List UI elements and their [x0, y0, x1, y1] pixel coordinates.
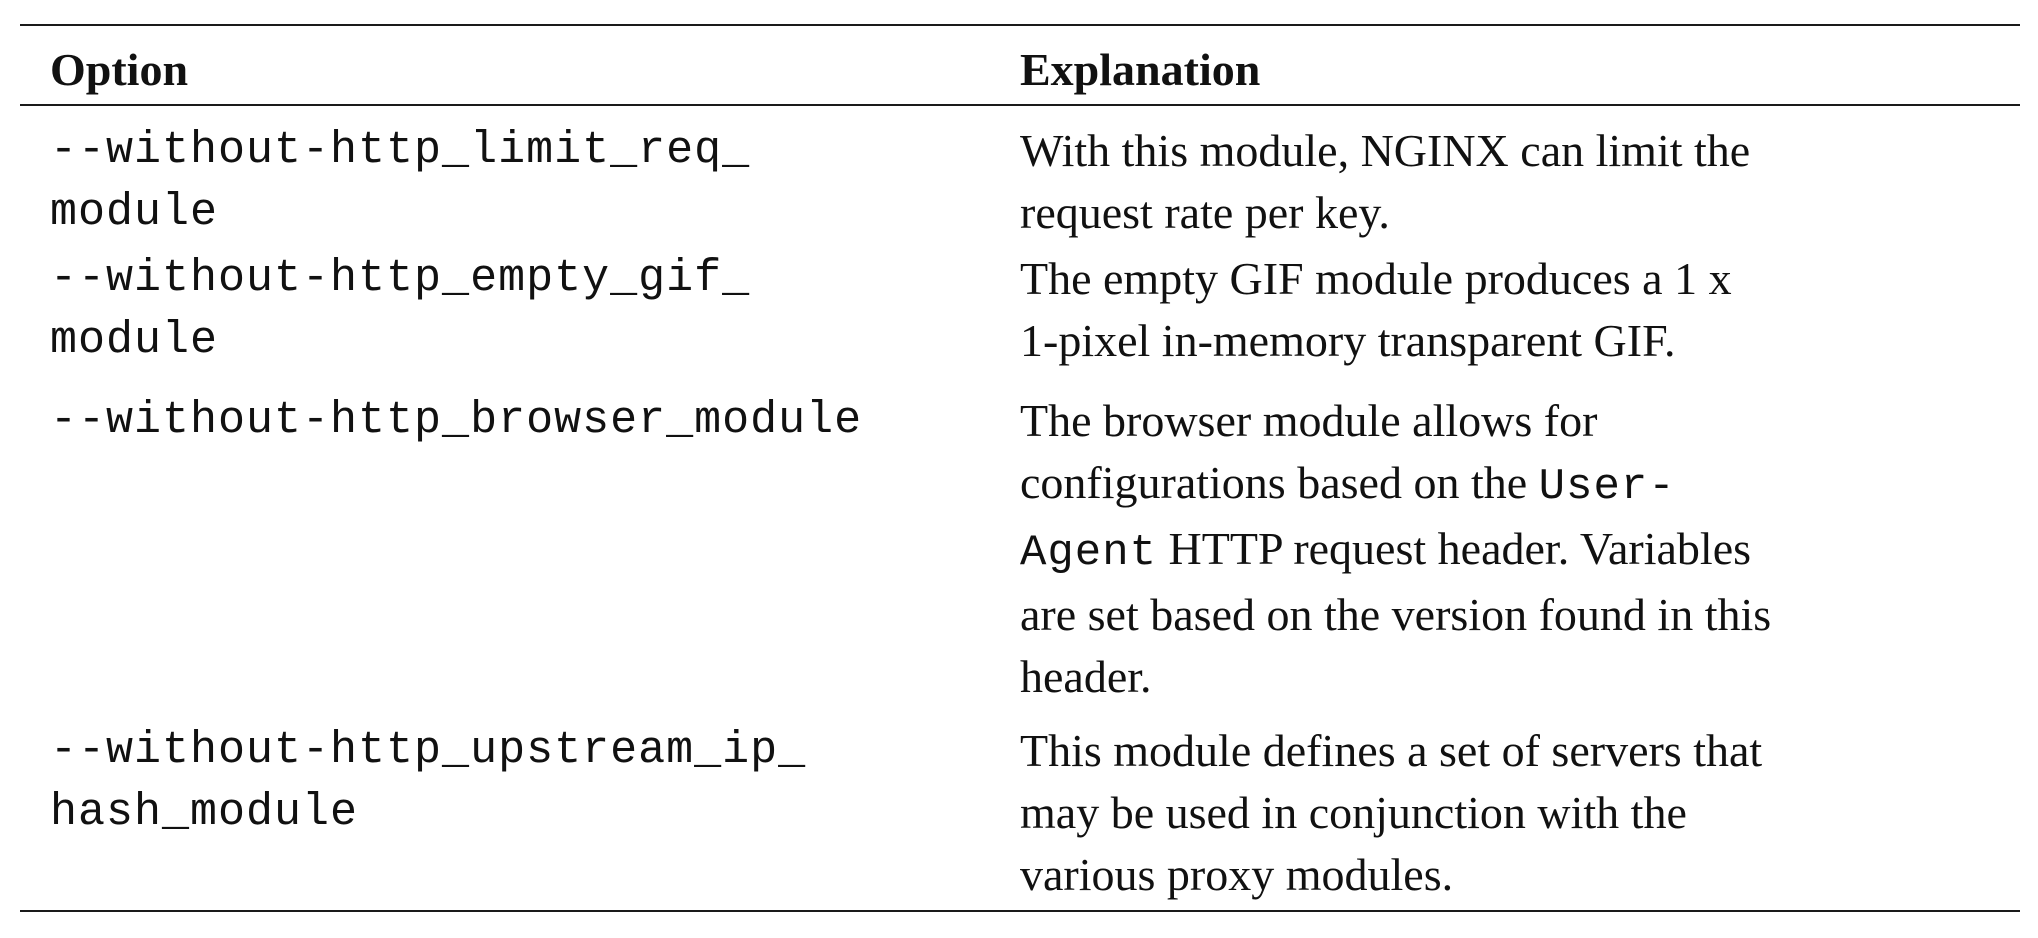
- explanation-cell: This module defines a set of servers tha…: [1020, 725, 1763, 900]
- option-cell: --without-http_limit_req_ module: [50, 125, 751, 238]
- explanation-cell: The browser module allows for configurat…: [1020, 390, 2020, 706]
- options-table: Option Explanation --without-http_limit_…: [20, 24, 2020, 912]
- option-cell: --without-http_upstream_ip_ hash_module: [50, 725, 807, 838]
- option-cell: --without-http_browser_module: [50, 395, 863, 446]
- table-row: --without-http_limit_req_ module With th…: [20, 106, 2020, 238]
- table-row: --without-http_upstream_ip_ hash_module …: [20, 706, 2020, 910]
- explanation-text: The browser module allows for configurat…: [1020, 395, 1598, 508]
- explanation-column-header: Explanation: [1020, 44, 1261, 95]
- explanation-cell: The empty GIF module produces a 1 x 1-pi…: [1020, 253, 1732, 366]
- table-header-row: Option Explanation: [20, 26, 2020, 106]
- table-row: --without-http_browser_module The browse…: [20, 376, 2020, 706]
- table-row: --without-http_empty_gif_ module The emp…: [20, 234, 2020, 376]
- option-column-header: Option: [50, 44, 189, 95]
- explanation-text: HTTP request header. Variables are set b…: [1020, 523, 1772, 702]
- option-cell: --without-http_empty_gif_ module: [50, 253, 751, 366]
- inline-code-header-name: User- Agent: [1020, 462, 1676, 578]
- explanation-cell: With this module, NGINX can limit the re…: [1020, 125, 1751, 238]
